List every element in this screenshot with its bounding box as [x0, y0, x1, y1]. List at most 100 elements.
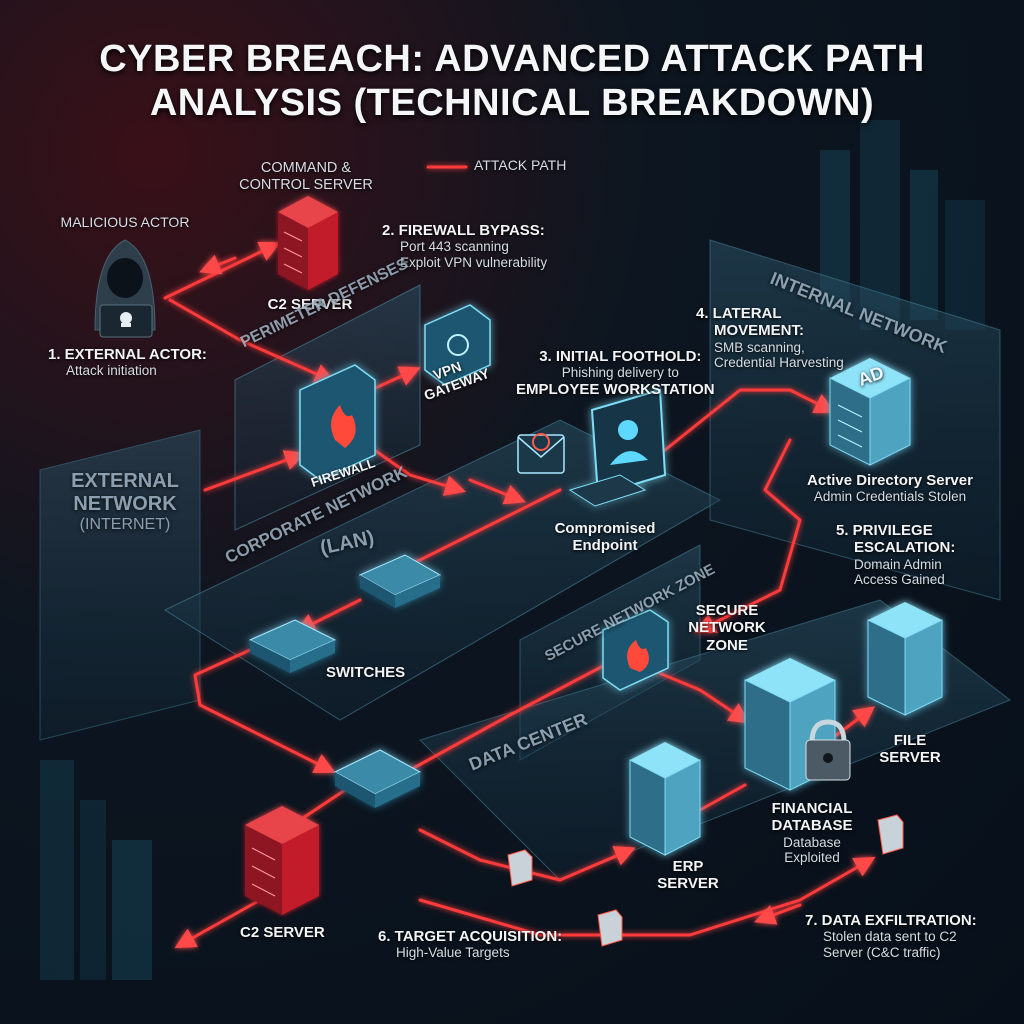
legend-attack-path: ATTACK PATH [474, 157, 567, 173]
document-icon [507, 849, 533, 887]
c2-top-caption-1: COMMAND & [260, 160, 352, 176]
core-switch-icon [333, 749, 422, 808]
path-ad-down [694, 438, 802, 633]
step-1: 1. EXTERNAL ACTOR: Attack initiation [48, 346, 207, 379]
title-line-2: ANALYSIS (TECHNICAL BREAKDOWN) [149, 81, 875, 124]
fin-label-4: Exploited [784, 850, 840, 866]
step-7: 7. DATA EXFILTRATION: Stolen data sent t… [805, 912, 977, 960]
step-4: 4. LATERAL MOVEMENT: SMB scanning, Crede… [696, 305, 844, 371]
firewall-icon [299, 364, 376, 481]
path-c2-out [174, 898, 262, 949]
compromised-endpoint-label: Compromised Endpoint [545, 520, 665, 555]
c2-server-top-icon [278, 196, 338, 290]
ad-server-label: Active Directory Server Admin Credential… [790, 472, 990, 505]
secure-firewall-icon [602, 609, 669, 691]
path-core-to-c2 [298, 788, 347, 822]
lan-switch-icon [358, 554, 442, 608]
c2-top-caption-2: CONTROL SERVER [239, 176, 373, 193]
title-line-1: CYBER BREACH: ADVANCED ATTACK PATH [99, 38, 925, 80]
step-4-title-1: 4. LATERAL [696, 305, 782, 322]
secure-zone-label-3: ZONE [706, 636, 748, 654]
zone-external-3: (INTERNET) [79, 516, 171, 533]
document-icon [877, 814, 904, 855]
document-icon [597, 909, 623, 947]
compromised-label-1: Compromised [554, 520, 656, 537]
erp-server-icon [629, 742, 701, 856]
step-2: 2. FIREWALL BYPASS: Port 443 scanning Ex… [382, 222, 547, 270]
lock-icon [805, 719, 851, 781]
step-4-desc-2: Credential Harvesting [714, 355, 844, 371]
path-switch-down [193, 648, 336, 773]
step-7-title: 7. DATA EXFILTRATION: [805, 912, 977, 929]
compromised-label-2: Endpoint [572, 537, 638, 555]
ad-label-2: Admin Credentials Stolen [813, 489, 967, 505]
page-title: CYBER BREACH: ADVANCED ATTACK PATH ANALY… [0, 38, 1024, 125]
path-c2-to-actor [199, 254, 237, 275]
path-workstation-to-ad [663, 388, 836, 452]
secure-zone-label: SECURE NETWORK ZONE [682, 602, 772, 654]
step-7-desc-1: Stolen data sent to C2 [823, 929, 957, 945]
step-6: 6. TARGET ACQUISITION: High-Value Target… [378, 928, 562, 961]
secure-zone-label-2: NETWORK [688, 619, 766, 637]
fin-label-1: FINANCIAL [771, 800, 853, 817]
file-server-label: FILE SERVER [870, 732, 950, 767]
path-actor-to-c2 [163, 241, 281, 300]
path-fin-to-file [828, 706, 876, 742]
erp-label-2: SERVER [657, 875, 719, 893]
actor-label: MALICIOUS ACTOR [60, 214, 190, 230]
step-3: 3. INITIAL FOOTHOLD: Phishing delivery t… [516, 348, 715, 398]
step-5-title-1: 5. PRIVILEGE [836, 522, 933, 539]
erp-server-label: ERP SERVER [648, 858, 728, 893]
step-1-desc: Attack initiation [66, 363, 157, 379]
c2-top-label: C2 SERVER [267, 296, 353, 313]
datacenter-panel [419, 599, 1012, 881]
fin-label-2: DATABASE [771, 817, 853, 835]
zone-external: EXTERNAL NETWORK (INTERNET) [50, 470, 200, 534]
step-4-title-2: MOVEMENT: [714, 322, 804, 340]
workstation-icon [568, 388, 667, 507]
step-5-title-2: ESCALATION: [854, 539, 956, 557]
step-6-title: 6. TARGET ACQUISITION: [378, 928, 563, 945]
hacker-icon [94, 239, 156, 338]
path-external-to-firewall [203, 450, 306, 492]
step-3-desc-2: EMPLOYEE WORKSTATION [516, 380, 715, 398]
switch-icon [248, 619, 337, 673]
path-core-to-secure [408, 663, 607, 772]
file-label-1: FILE [893, 732, 927, 749]
zone-external-2: NETWORK [73, 493, 177, 515]
background-city [40, 120, 985, 980]
step-2-desc-2: Exploit VPN vulnerability [400, 254, 548, 270]
switches-label: SWITCHES [326, 664, 406, 681]
step-2-title: 2. FIREWALL BYPASS: [382, 222, 545, 239]
file-label-2: SERVER [879, 749, 941, 767]
step-6-desc: High-Value Targets [396, 945, 510, 961]
erp-label-1: ERP [672, 858, 704, 875]
step-7-desc-2: Server (C&C traffic) [823, 944, 941, 960]
step-3-title: 3. INITIAL FOOTHOLD: [539, 348, 702, 365]
fin-label-3: Database [783, 834, 841, 850]
secure-zone-label-1: SECURE [695, 602, 759, 619]
step-1-title: 1. EXTERNAL ACTOR: [48, 346, 207, 363]
path-secure-to-fin [638, 663, 751, 724]
phishing-email-icon [517, 433, 565, 474]
step-5-desc-2: Access Gained [854, 572, 945, 588]
c2-top-caption: COMMAND & CONTROL SERVER [236, 160, 376, 193]
step-5: 5. PRIVILEGE ESCALATION: Domain Admin Ac… [836, 522, 955, 588]
file-server-icon [867, 602, 943, 716]
path-firewall-to-lan [358, 438, 467, 496]
path-exfiltration [418, 856, 876, 937]
vpn-gateway-icon [424, 304, 491, 386]
path-to-switch [294, 598, 362, 633]
ad-server-icon [829, 358, 911, 466]
c2-bottom-label: C2 SERVER [240, 924, 325, 941]
path-actor-to-perimeter [168, 298, 336, 384]
ad-label-1: Active Directory Server [807, 472, 973, 489]
path-exfil-back [754, 903, 802, 925]
step-3-desc-1: Phishing delivery to [561, 365, 679, 381]
financial-db-label: FINANCIAL DATABASE Database Exploited [752, 800, 872, 866]
path-erp-to-fin [698, 783, 747, 812]
step-5-desc-1: Domain Admin [854, 556, 942, 572]
step-2-desc-1: Port 443 scanning [400, 239, 509, 255]
step-4-desc-1: SMB scanning, [714, 339, 805, 355]
